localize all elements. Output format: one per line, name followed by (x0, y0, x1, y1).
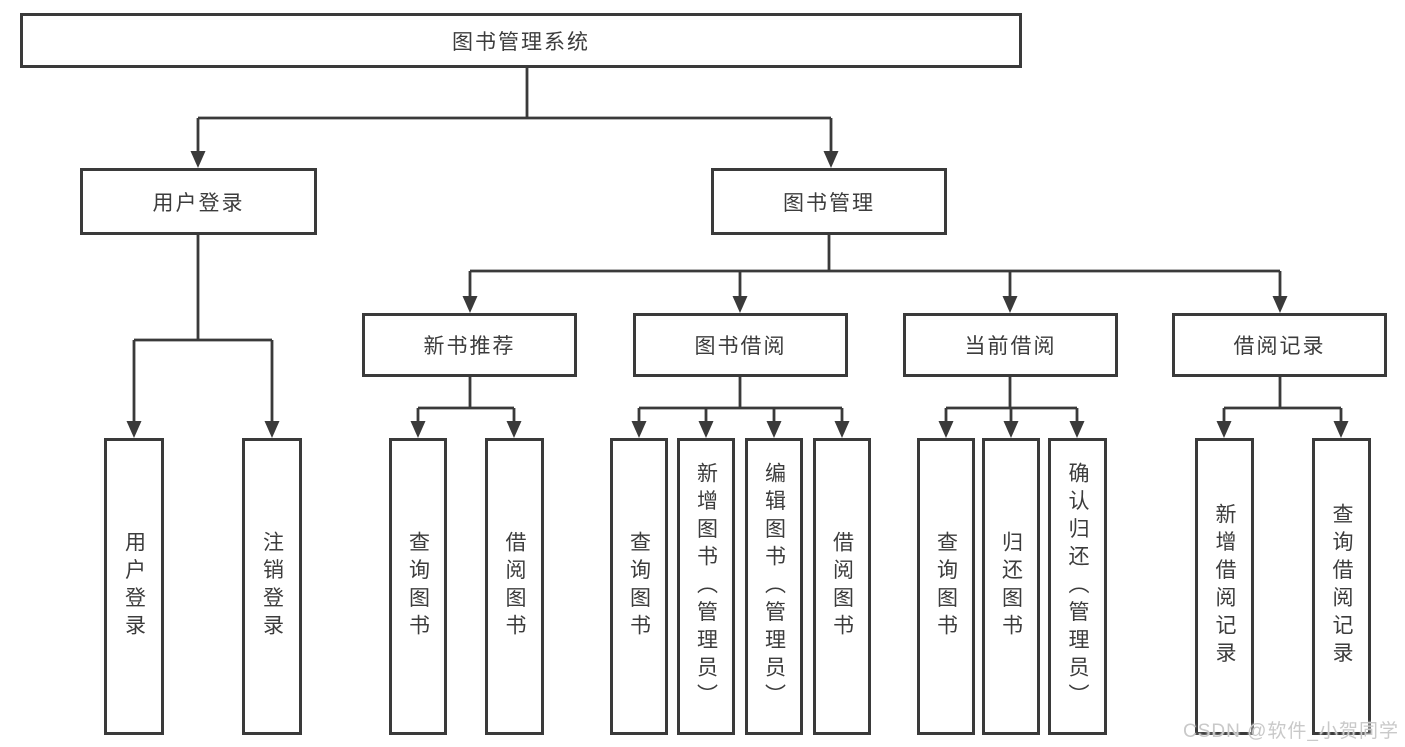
node-borrow-records: 借阅记录 (1172, 313, 1387, 377)
leaf-cb-confirm-return-admin-label: 确认归还（管理员） (1066, 461, 1089, 712)
node-book-management-branch: 图书管理 (711, 168, 947, 235)
arrowheads (126, 151, 1349, 438)
leaf-bb-add-books-admin: 新增图书（管理员） (677, 438, 735, 735)
connector-root-to-level2 (196, 68, 833, 153)
leaf-bb-borrow-books: 借阅图书 (813, 438, 871, 735)
leaf-br-add-record: 新增借阅记录 (1195, 438, 1254, 735)
leaf-cb-query-books: 查询图书 (917, 438, 975, 735)
leaf-nb-query-books: 查询图书 (389, 438, 447, 735)
leaf-nb-borrow-books: 借阅图书 (485, 438, 544, 735)
connector-book-mgmt-children (468, 235, 1282, 298)
leaf-cb-query-books-label: 查询图书 (934, 531, 958, 642)
connector-current-borrow-children (944, 377, 1079, 423)
node-root-system: 图书管理系统 (20, 13, 1022, 68)
connector-borrow-records-children (1222, 377, 1343, 423)
node-current-borrow: 当前借阅 (903, 313, 1118, 377)
leaf-logout-label: 注销登录 (260, 531, 284, 642)
leaf-br-query-record-label: 查询借阅记录 (1330, 503, 1353, 670)
leaf-bb-borrow-books-label: 借阅图书 (830, 531, 854, 642)
leaf-cb-return-books: 归还图书 (982, 438, 1040, 735)
watermark: CSDN @软件_小贺同学 (1183, 721, 1399, 742)
connector-new-book-children (416, 377, 516, 423)
leaf-bb-edit-books-admin: 编辑图书（管理员） (745, 438, 803, 735)
node-book-borrow: 图书借阅 (633, 313, 848, 377)
leaf-bb-query-books: 查询图书 (610, 438, 668, 735)
leaf-nb-query-books-label: 查询图书 (406, 531, 430, 642)
leaf-user-login-label: 用户登录 (122, 531, 146, 642)
leaf-bb-edit-books-admin-label: 编辑图书（管理员） (762, 461, 786, 712)
leaf-logout: 注销登录 (242, 438, 302, 735)
node-new-book-recommend: 新书推荐 (362, 313, 577, 377)
leaf-bb-query-books-label: 查询图书 (627, 531, 651, 642)
leaf-user-login: 用户登录 (104, 438, 164, 735)
leaf-br-add-record-label: 新增借阅记录 (1213, 503, 1236, 670)
node-user-login-branch: 用户登录 (80, 168, 317, 235)
leaf-cb-confirm-return-admin: 确认归还（管理员） (1048, 438, 1107, 735)
connector-user-login-children (132, 235, 274, 423)
leaf-bb-add-books-admin-label: 新增图书（管理员） (694, 461, 718, 712)
leaf-cb-return-books-label: 归还图书 (999, 531, 1023, 642)
connector-book-borrow-children (637, 377, 844, 423)
leaf-br-query-record: 查询借阅记录 (1312, 438, 1371, 735)
leaf-nb-borrow-books-label: 借阅图书 (503, 531, 526, 642)
